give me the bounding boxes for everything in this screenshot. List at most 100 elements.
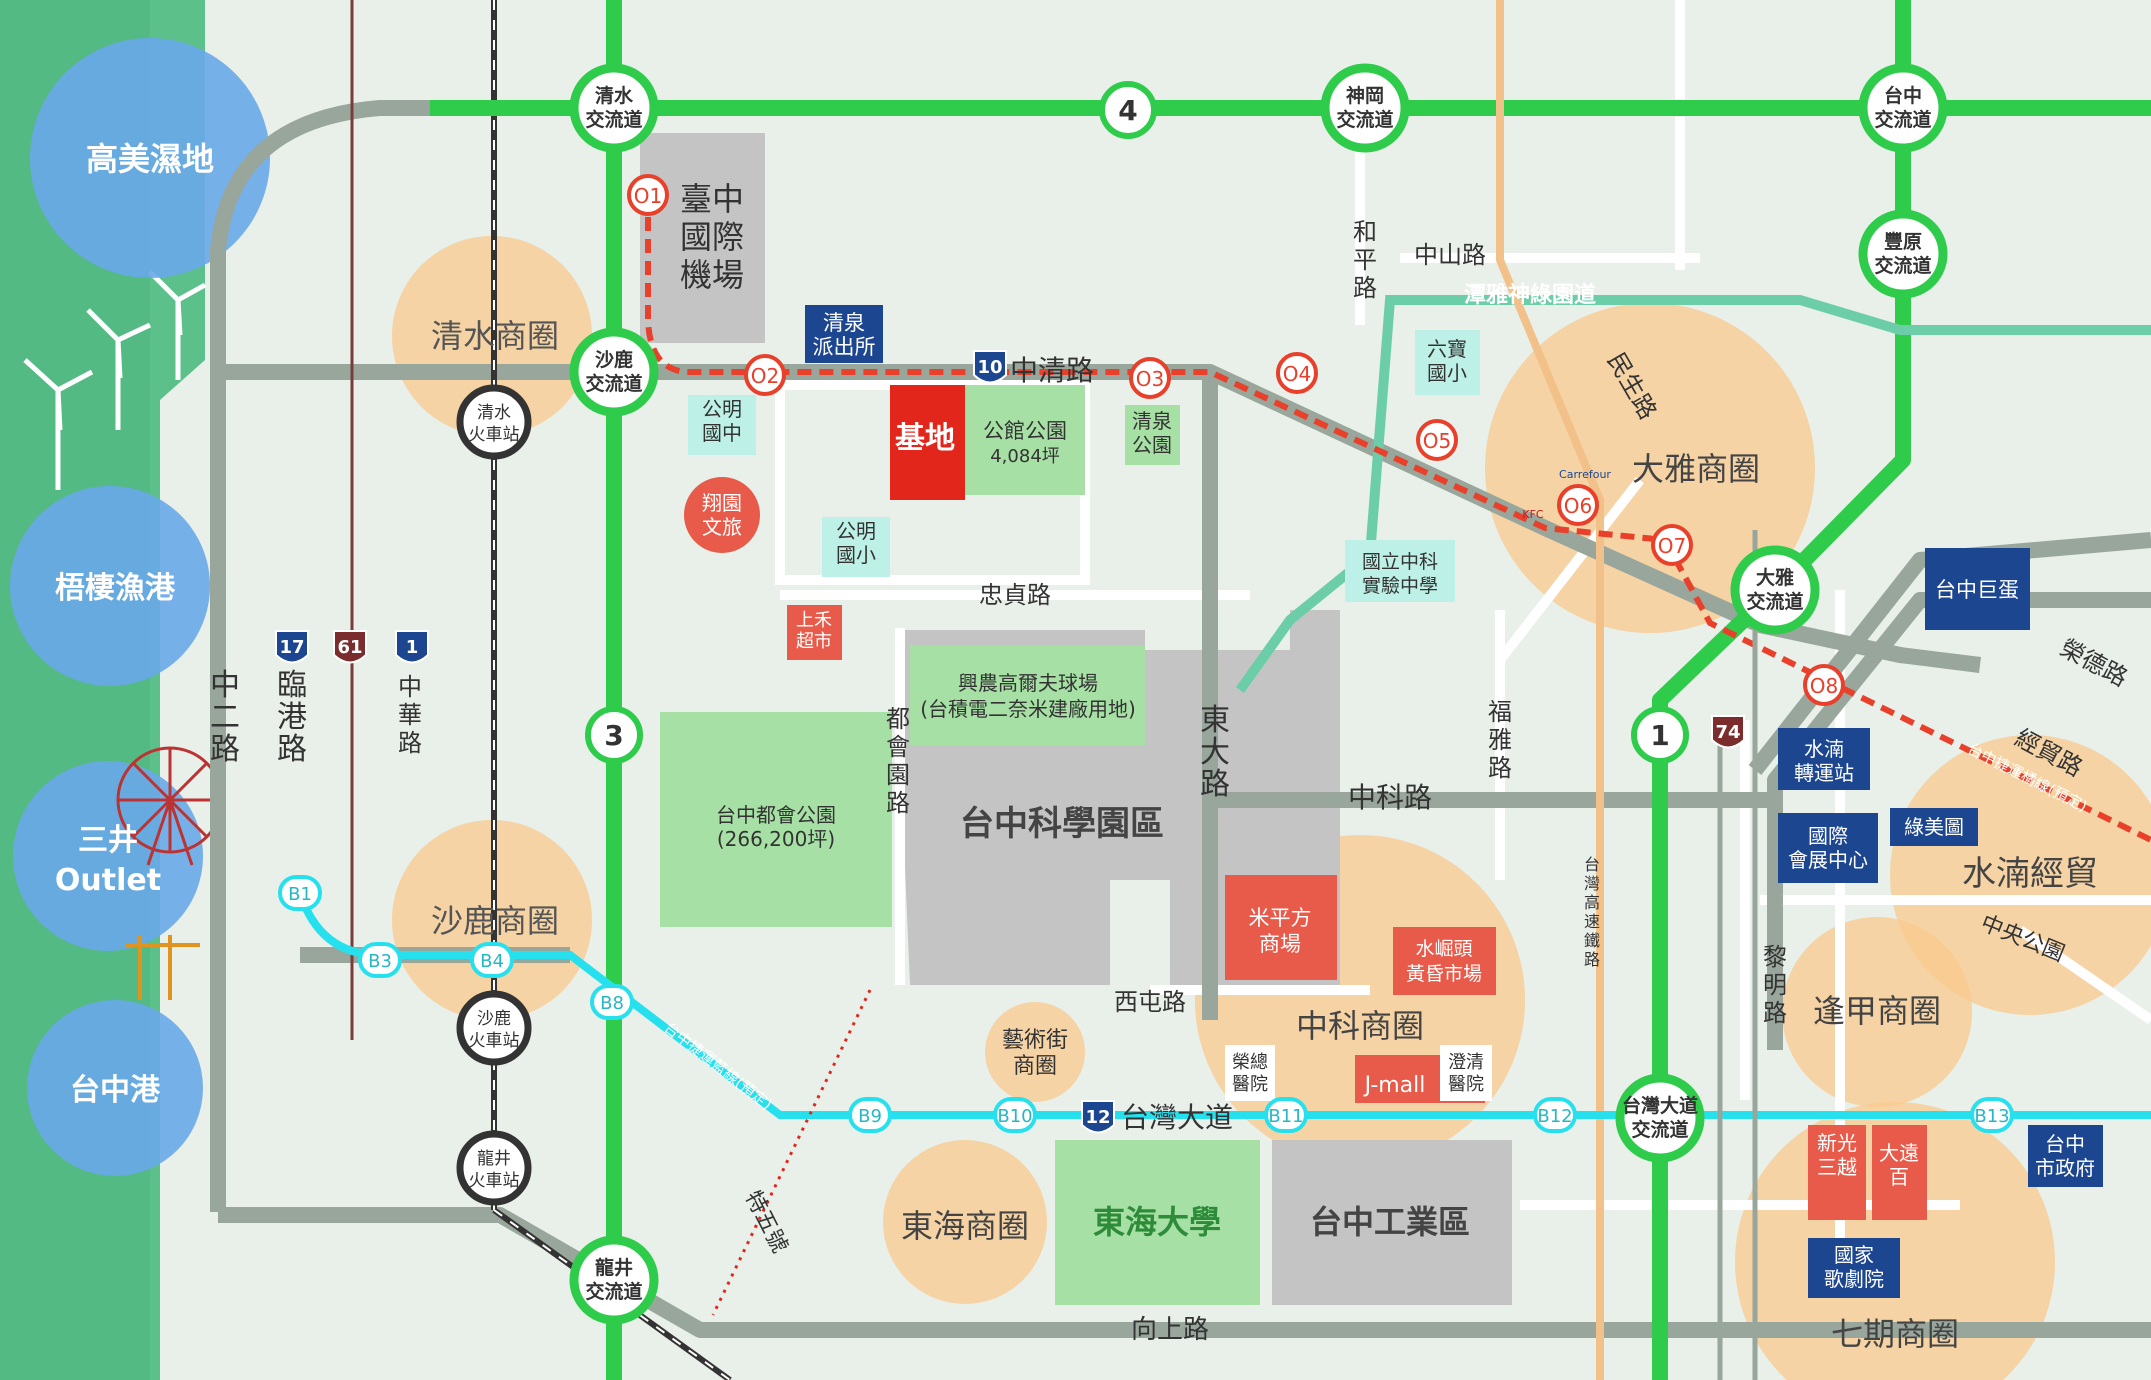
mipingfang-label-line-1: 米平方 (1249, 906, 1312, 930)
interchange-taichung-circle (1858, 63, 1948, 153)
station-qingshui-line-1: 清水 (477, 403, 511, 423)
gaomei-label: 高美濕地 (86, 140, 214, 178)
rongzong-area (1225, 1045, 1275, 1101)
mitsui-label-1: 三井 (78, 823, 138, 858)
shuijuetou-label-line-1: 水崛頭 (1415, 938, 1472, 960)
gongming-el-label-line-2: 國小 (836, 543, 876, 567)
blue-station-B3 (358, 942, 402, 978)
gongguan-park-area (965, 385, 1085, 495)
district-shuinan-label: 水湳經貿 (1962, 854, 2098, 894)
road-61-shield (333, 630, 367, 664)
orange-station-O4-label: O4 (1283, 362, 1311, 386)
road-hsr-line-2: 灣 (1584, 874, 1600, 893)
road-zhonghua-line-1: 中 (398, 673, 422, 701)
airport-label-line-2: 國際 (680, 218, 744, 256)
blue-station-B10-label: B10 (997, 1106, 1032, 1127)
interchange-shalu-line-1: 沙鹿 (595, 348, 633, 371)
road-zhongke: 中科路 (1348, 781, 1432, 814)
liubao-box (1415, 330, 1480, 395)
blue-station-B12-label: B12 (1537, 1106, 1572, 1127)
interchange-shengang-circle (1320, 63, 1410, 153)
orange-station-O6 (1557, 484, 1599, 526)
road-liming-line-1: 黎 (1763, 943, 1787, 971)
xiangyuan-label-line-1: 翔園 (702, 491, 742, 515)
interchange-taiwan-blvd-line-2: 交流道 (1631, 1118, 1688, 1141)
road-12-number: 12 (1085, 1107, 1110, 1128)
freeway-4-number: 4 (1118, 94, 1137, 127)
road-61-number: 61 (337, 637, 362, 658)
shinkong-box (1808, 1125, 1866, 1220)
blue-station-B12 (1533, 1097, 1577, 1133)
tunghai-univ-area (1055, 1140, 1260, 1305)
airport-label-line-1: 臺中 (680, 180, 744, 218)
industrial-area (1272, 1140, 1512, 1305)
road-liming-line-2: 明 (1763, 971, 1787, 999)
orange-station-O1-label: O1 (634, 184, 662, 208)
wuqi-label: 梧棲漁港 (55, 571, 176, 606)
art-street-label-line-2: 商圈 (1013, 1054, 1057, 1079)
xiangyuan-label-line-2: 文旅 (702, 515, 742, 539)
city-hall-label-line-2: 市政府 (2035, 1156, 2095, 1180)
police-label-line-1: 清泉 (823, 311, 865, 335)
gongguan-area-label: 4,084坪 (990, 446, 1060, 467)
gongming-jr-label-line-2: 國中 (702, 421, 742, 445)
water-transfer-box (1778, 728, 1870, 790)
orange-station-O2-label: O2 (751, 364, 779, 388)
coastal-spots (10, 38, 270, 1176)
blue-station-B11-label: B11 (1268, 1106, 1303, 1127)
rongzong-label-line-1: 榮總 (1232, 1052, 1268, 1073)
wind-turbines-icon (23, 270, 207, 490)
far-eastern-label-line-2: 百 (1889, 1165, 1909, 1189)
orange-station-O8-label: O8 (1810, 674, 1838, 698)
road-zhonghua-line-3: 路 (398, 729, 422, 757)
convention-label-line-1: 國際 (1808, 824, 1848, 848)
station-qingshui-circle (456, 384, 532, 460)
tewu-road (711, 989, 872, 1316)
orange-station-O4 (1276, 352, 1318, 394)
orange-line (645, 195, 2151, 843)
shanghe-box (787, 605, 842, 660)
liubao-label-line-1: 六寶 (1427, 337, 1467, 361)
road-1-shield (395, 630, 429, 664)
road-dadun-line-2: 大 (1200, 735, 1230, 770)
nat-exp-label-line-2: 實驗中學 (1362, 575, 1438, 597)
convention-label-line-2: 會展中心 (1788, 848, 1868, 872)
green-garden-box (1890, 808, 1978, 846)
orange-station-O3-label: O3 (1136, 367, 1164, 391)
gongming-jr-box (688, 395, 756, 455)
interchange-qingshui-line-1: 清水 (595, 84, 634, 107)
interchange-taichung-line-2: 交流道 (1874, 108, 1931, 131)
shinkong-label-line-2: 三越 (1817, 1155, 1857, 1179)
road-zhongshan: 中山路 (1414, 241, 1486, 269)
road-lingang-line-2: 港 (277, 700, 307, 735)
interchange-qingshui-circle (569, 63, 659, 153)
road-17-number: 17 (279, 637, 304, 658)
interchange-qingshui-line-2: 交流道 (585, 108, 642, 131)
orange-station-O7 (1651, 524, 1693, 566)
road-duhui-line-2: 會 (886, 733, 910, 761)
opera-box (1808, 1238, 1900, 1298)
blue-station-B3-label: B3 (368, 951, 392, 972)
blue-station-B9 (848, 1097, 892, 1133)
city-hall-label-line-1: 台中 (2045, 1132, 2085, 1156)
metro-park-label-line-2: (266,200坪) (717, 827, 835, 851)
nat-exp-box (1345, 540, 1455, 602)
bubble-mitsui (13, 761, 203, 951)
orange-station-O5 (1416, 419, 1458, 461)
road-74-shield (1711, 715, 1745, 749)
district-tunghai-label: 東海商圈 (901, 1207, 1029, 1245)
interchange-taiwan-blvd-circle (1615, 1073, 1705, 1163)
bubble-gaomei (30, 38, 270, 278)
airport-label-line-3: 機場 (680, 256, 744, 294)
qingquan-park-box (1125, 405, 1180, 465)
district-fengjia-label: 逢甲商圈 (1813, 992, 1941, 1030)
district-shalu-label: 沙鹿商圈 (431, 902, 559, 940)
road-xiangshang: 向上路 (1131, 1315, 1209, 1345)
district-qingshui-label: 清水商圈 (431, 317, 559, 355)
chengching-label-line-2: 醫院 (1448, 1074, 1484, 1095)
chengching-area (1440, 1045, 1492, 1101)
road-lingang-line-1: 臨 (277, 668, 307, 703)
blue-station-B9-label: B9 (858, 1106, 882, 1127)
mipingfang-label-line-2: 商場 (1259, 932, 1301, 956)
far-eastern-label-line-1: 大遠 (1879, 1141, 1919, 1165)
